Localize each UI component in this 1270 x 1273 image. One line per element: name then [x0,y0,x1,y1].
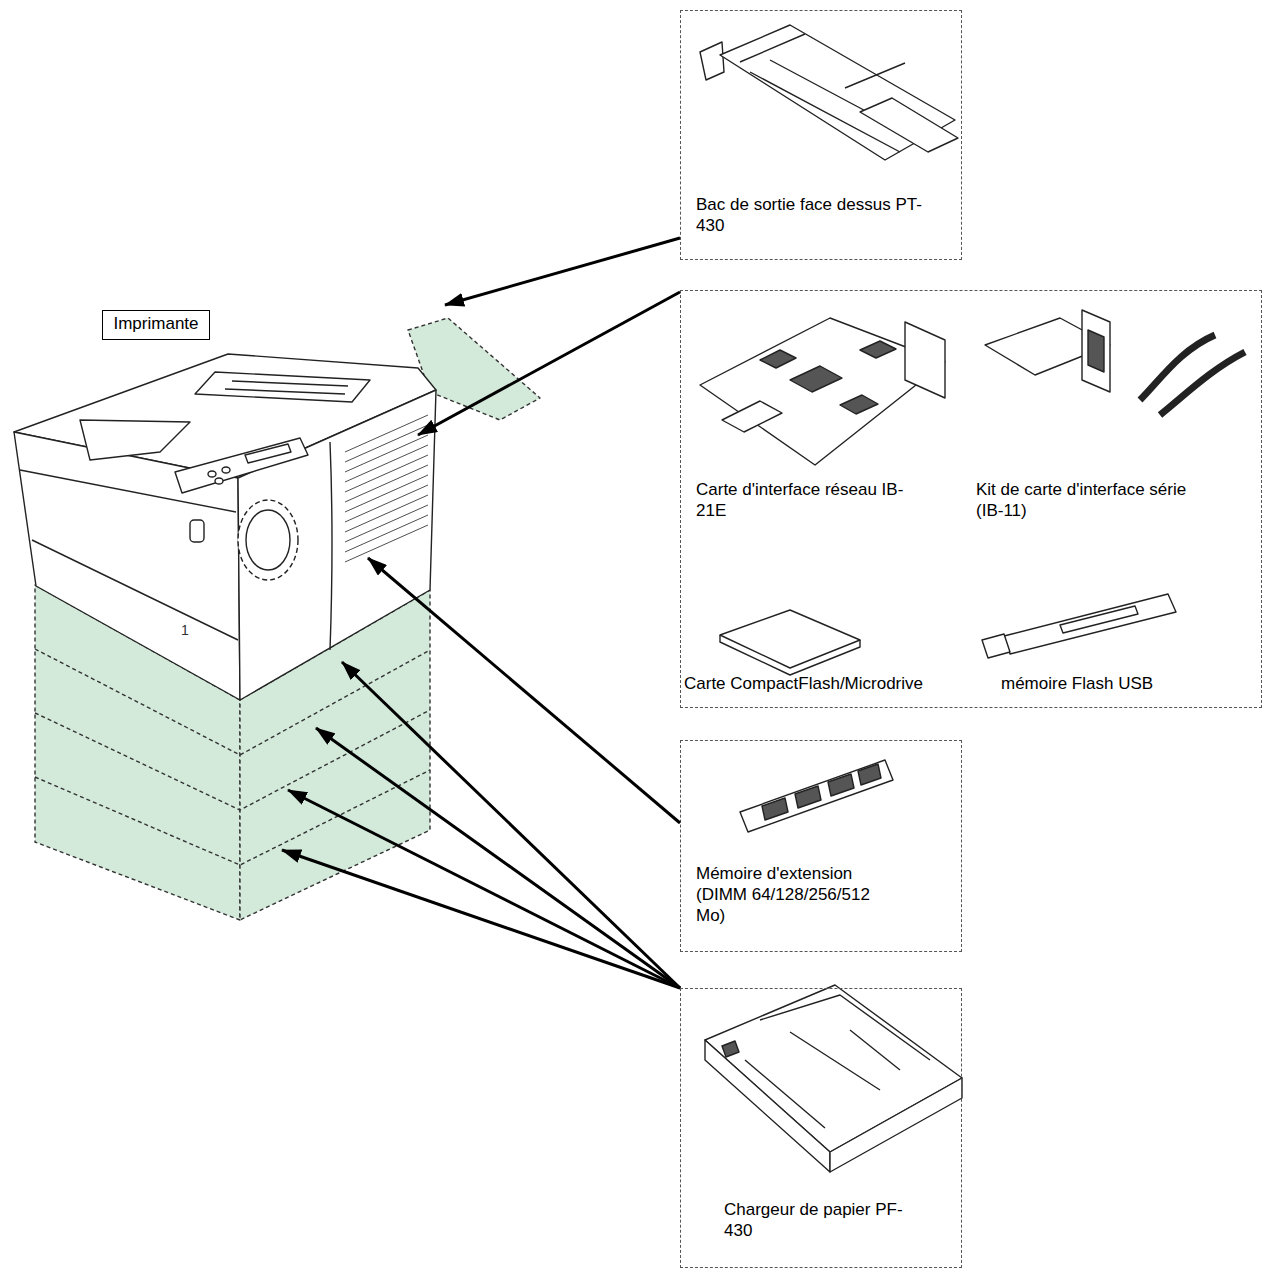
option-caption: Mémoire d'extension (DIMM 64/128/256/512… [696,863,886,926]
printer-area: Imprimante [10,305,445,930]
feeder-detail [745,995,930,1128]
card-connector [722,401,782,432]
compactflash-card [720,610,860,668]
network-card [700,318,945,465]
paper-stopper [80,420,190,460]
option-caption: Chargeur de papier PF-430 [724,1199,904,1241]
pointer-arrow [342,662,680,988]
serial-cable [1160,352,1245,415]
pointer-arrow [316,728,680,988]
printer-side [238,390,436,700]
feeder-connector [722,1041,739,1057]
vent-circle [246,510,290,570]
dimm-chip [762,798,788,820]
option-box: Chargeur de papier PF-430 [680,988,962,1268]
dimm-chip [828,774,854,796]
paper-exit-detail [225,381,348,394]
cassette-number: 1 [181,622,189,638]
panel-button [208,471,216,477]
printer-label: Imprimante [102,310,210,340]
card-chip [840,395,878,414]
option-box: Mémoire d'extension (DIMM 64/128/256/512… [680,740,962,952]
option-group-box: Carte d'interface réseau IB-21E Kit de ca… [680,290,1262,708]
usb-recess [1060,606,1138,633]
option-caption: Kit de carte d'interface série (IB-11) [976,479,1206,521]
serial-connector [1088,330,1104,372]
panel-button [215,478,223,484]
control-panel [175,438,308,493]
side-vents [345,415,428,562]
feeder-top [705,985,962,1152]
tray-clip [700,42,724,80]
dimm-module [740,760,893,832]
pointer-arrow [368,558,680,823]
usb-body [1004,594,1176,654]
paper-exit [195,372,370,402]
vent-dashed [238,500,298,580]
option-caption: Carte d'interface réseau IB-21E [696,479,911,521]
pointer-arrow [445,238,680,305]
tray-ribs [740,34,920,152]
pointer-arrow [282,850,680,988]
option-caption: Carte CompactFlash/Microdrive [684,673,984,694]
option-caption: mémoire Flash USB [1001,673,1221,694]
card-chip [860,341,896,358]
side-door [330,442,332,650]
option-box: Bac de sortie face dessus PT-430 [680,10,962,260]
card-chip [760,350,796,368]
compactflash-edge [720,635,860,675]
option-caption: Bac de sortie face dessus PT-430 [696,194,926,236]
card-chip [790,366,842,392]
pointer-arrow [418,292,680,435]
connectors [282,238,680,988]
cassette-line [32,540,238,640]
serial-bracket [1082,310,1110,392]
feeder-side [830,1078,962,1172]
pointer-arrow [288,790,680,988]
dimm-chip [858,764,881,785]
serial-cable [1140,335,1215,400]
card-bracket [905,322,945,398]
front-handle [190,520,204,542]
tray-extension [860,98,958,152]
dimm-chip [795,786,821,808]
feeder-front [705,1040,830,1172]
usb-plug [982,634,1010,658]
panel-button [222,467,230,473]
panel-display [245,444,291,463]
